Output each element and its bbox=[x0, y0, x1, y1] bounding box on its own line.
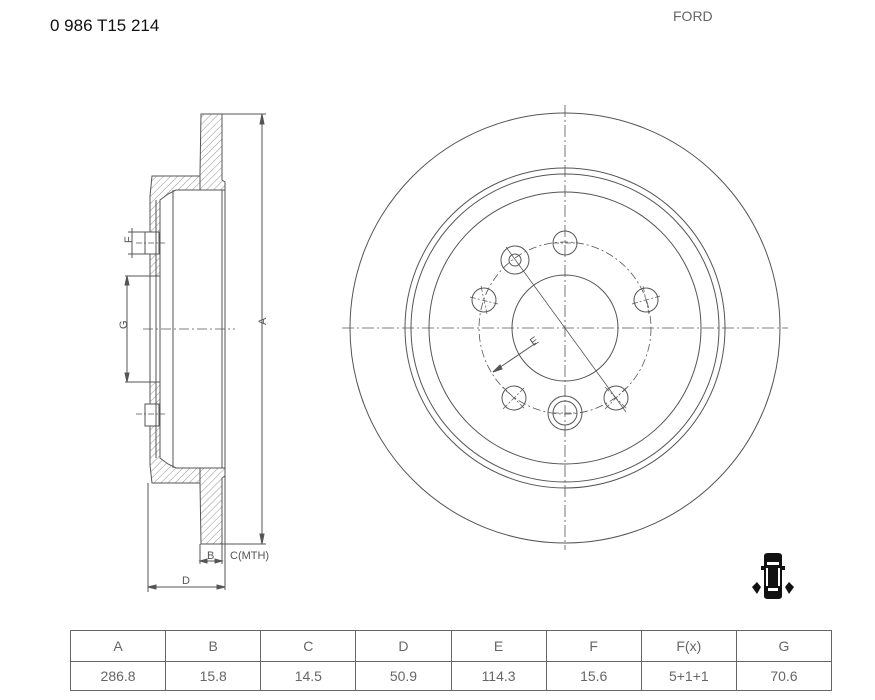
spec-table-header-row: A B C D E F F(x) G bbox=[69, 630, 833, 662]
value-cell-d: 50.9 bbox=[355, 661, 452, 691]
value-cell-c: 14.5 bbox=[260, 661, 357, 691]
header-cell-e: E bbox=[450, 630, 547, 662]
header-cell-b: B bbox=[165, 630, 262, 662]
car-rear-axle-icon bbox=[752, 553, 794, 599]
header-cell-d: D bbox=[355, 630, 452, 662]
header-cell-fx: F(x) bbox=[640, 630, 737, 662]
header-cell-c: C bbox=[260, 630, 357, 662]
part-number: 0 986 T15 214 bbox=[50, 16, 160, 35]
label-b: B bbox=[207, 550, 214, 562]
label-f: F bbox=[123, 236, 135, 243]
value-cell-f: 15.6 bbox=[545, 661, 642, 691]
label-d: D bbox=[182, 575, 190, 587]
label-a: A bbox=[257, 317, 269, 325]
side-view bbox=[124, 113, 266, 592]
technical-drawing: A G F B C(MTH) D bbox=[118, 105, 788, 592]
value-cell-b: 15.8 bbox=[165, 661, 262, 691]
value-cell-fx: 5+1+1 bbox=[640, 661, 737, 691]
label-c: C(MTH) bbox=[230, 550, 269, 562]
brand-name: FORD bbox=[673, 8, 713, 24]
header-cell-a: A bbox=[69, 630, 167, 662]
label-g: G bbox=[118, 320, 130, 329]
front-view bbox=[342, 105, 788, 550]
header-cell-f: F bbox=[545, 630, 642, 662]
value-cell-a: 286.8 bbox=[69, 661, 167, 691]
value-cell-g: 70.6 bbox=[735, 661, 833, 691]
spec-table: A B C D E F F(x) G 286.8 15.8 14.5 50.9 … bbox=[69, 630, 833, 691]
value-cell-e: 114.3 bbox=[450, 661, 547, 691]
spec-table-value-row: 286.8 15.8 14.5 50.9 114.3 15.6 5+1+1 70… bbox=[69, 661, 833, 691]
header-cell-g: G bbox=[735, 630, 833, 662]
